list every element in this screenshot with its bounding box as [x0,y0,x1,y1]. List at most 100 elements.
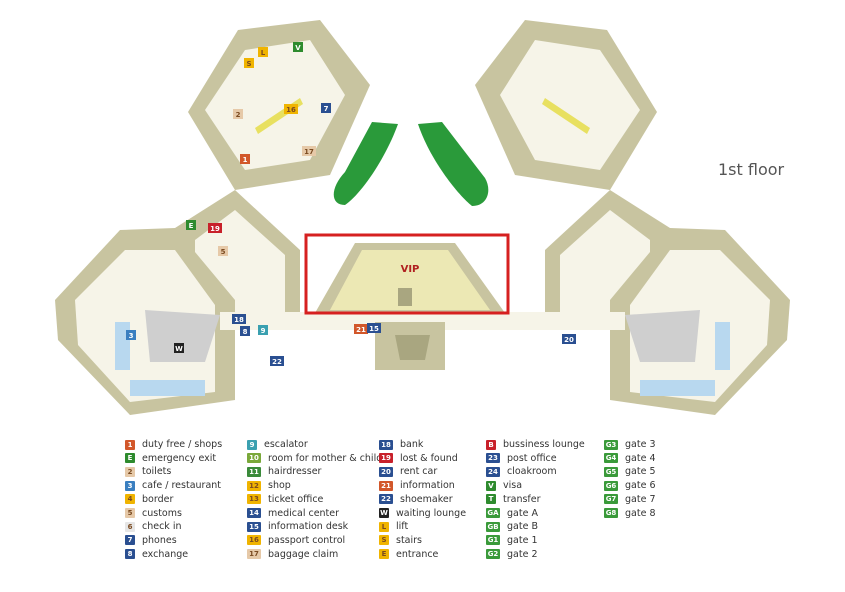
legend-badge: B [486,439,496,450]
legend-badge: G2 [486,549,500,560]
svg-text:8: 8 [243,328,248,336]
legend-badge: 7 [125,535,135,546]
legend-badge: 6 [125,521,135,532]
floor-label: 1st floor [718,160,785,179]
svg-text:20: 20 [564,336,574,344]
map-marker: E [186,220,196,230]
svg-text:S: S [246,60,251,68]
left-wing [55,20,370,415]
legend-label: cafe / restaurant [142,480,222,492]
legend-item: 9 escalator [247,438,308,451]
svg-text:W: W [175,345,183,353]
legend-label: gate A [507,507,538,519]
legend-badge: 3 [125,480,135,491]
legend-badge: GB [486,521,500,532]
legend-label: gate 2 [507,548,538,560]
legend-label: room for mother & child [268,452,383,464]
legend-badge: 16 [247,535,261,546]
legend-badge: 9 [247,439,257,450]
legend-badge: 11 [247,466,261,477]
legend-badge: G5 [604,466,618,477]
legend-badge: L [379,521,389,532]
legend-label: customs [142,507,182,519]
svg-text:21: 21 [356,326,366,334]
right-wing [475,20,790,415]
legend-label: gate 5 [625,466,656,478]
vip-highlight-box [304,233,510,315]
legend-badge: 10 [247,453,261,464]
legend-label: entrance [396,548,439,560]
legend-label: duty free / shops [142,439,223,450]
map-marker: 17 [302,146,316,156]
map-marker: 3 [126,330,136,340]
legend-label: escalator [264,439,308,450]
legend-badge: G8 [604,508,618,518]
legend-label: bussiness lounge [503,439,585,450]
map-marker: 16 [284,104,298,114]
legend-badge: G6 [604,480,618,491]
svg-text:22: 22 [272,358,282,366]
legend-badge: 24 [486,466,500,477]
svg-text:19: 19 [210,225,220,233]
legend-badge: 20 [379,466,393,477]
legend-badge: 19 [379,453,393,464]
svg-text:15: 15 [369,325,379,333]
svg-text:L: L [261,49,266,57]
legend-badge: W [379,508,389,518]
map-marker: 2 [233,109,243,119]
legend-label: exchange [142,548,189,560]
central-terminal [220,243,625,370]
legend-item: 11 hairdresser [247,465,321,478]
map-marker: 1 [240,154,250,164]
map-marker: 18 [232,314,246,324]
legend-badge: 23 [486,453,500,464]
svg-text:V: V [295,44,301,52]
legend-label: lift [396,521,409,533]
legend-label: check in [142,521,182,533]
legend-label: shop [268,480,291,492]
map-marker: 21 [354,324,368,334]
legend-badge: 22 [379,494,393,505]
legend-item: 12 shop [247,479,291,492]
legend-label: passport control [268,534,346,546]
legend-item: G2 gate 2 [486,548,538,561]
map-marker: 19 [208,223,222,233]
legend-badge: 1 [125,439,135,450]
legend-badge: 2 [125,466,135,477]
legend-item: 6 check in [125,520,182,533]
legend-badge: 18 [379,439,393,450]
vip-label: VIP [401,264,420,275]
legend-badge: E [379,549,389,560]
svg-text:16: 16 [286,106,296,114]
legend-badge: T [486,494,496,505]
legend-label: transfer [503,493,541,505]
legend-badge: S [379,535,389,546]
svg-text:1: 1 [243,156,248,164]
legend-badge: 15 [247,521,261,532]
legend-badge: 13 [247,494,261,505]
legend-label: gate 4 [625,452,656,464]
map-marker: 15 [367,323,381,333]
legend-label: post office [507,452,557,464]
svg-text:17: 17 [304,148,314,156]
svg-text:5: 5 [221,248,226,256]
legend-badge: 12 [247,480,261,491]
legend-label: hairdresser [268,466,322,478]
map-marker: 5 [218,246,228,256]
legend-label: baggage claim [268,548,339,560]
